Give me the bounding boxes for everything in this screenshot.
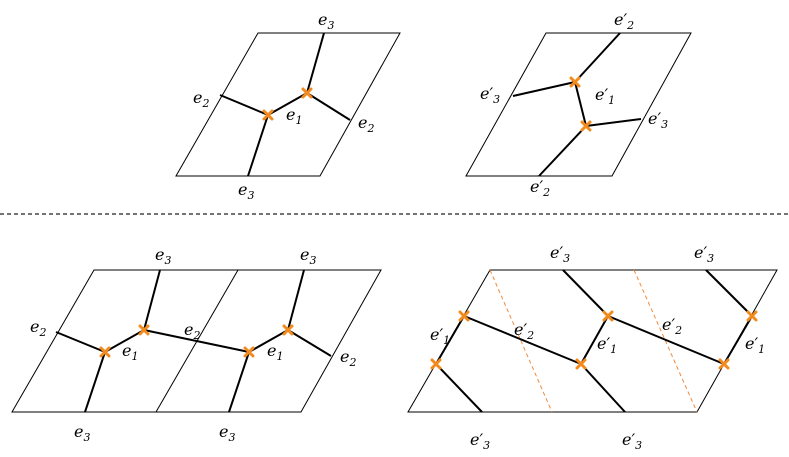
vertex-marker (430, 358, 442, 370)
bond-e1-prime (723, 315, 753, 365)
bond-e1 (248, 329, 289, 353)
label-e2: e2 (358, 113, 374, 135)
bottom-left-panel: e3 e3 e2 e2 e1 e1 e2 e3 e3 (11, 245, 382, 444)
bond-e3-prime (512, 81, 576, 97)
unit-cell-outline (465, 32, 692, 177)
label-e1-prime: e′1 (597, 334, 617, 356)
label-e2: e2 (30, 317, 46, 339)
bond-e3 (306, 32, 325, 94)
bond-e3 (287, 269, 305, 331)
label-e3: e3 (74, 422, 90, 444)
vertex-marker (138, 324, 150, 336)
vertex-marker (718, 358, 730, 370)
bond-e3 (84, 351, 106, 413)
label-e3-prime: e′3 (480, 84, 500, 106)
orange-dashed-divider (489, 269, 553, 413)
vertex-marker (458, 310, 470, 322)
bond-e1-prime (580, 315, 609, 365)
vertex-marker (243, 346, 255, 358)
bond-e3-prime (585, 118, 642, 127)
bond-e1 (267, 92, 308, 116)
label-e3: e3 (300, 245, 316, 267)
vertex-marker (282, 324, 294, 336)
vertex-marker (569, 76, 581, 88)
bond-e1 (104, 329, 145, 353)
bottom-right-panel: e′3 e′3 e′1 e′2 e′1 e′2 e′1 e′3 e′3 (407, 243, 778, 452)
vertex-marker (602, 310, 614, 322)
unit-cell-outline (175, 32, 401, 177)
label-e1-prime: e′1 (430, 325, 450, 347)
bond-e2 (287, 329, 332, 357)
supercell-outline (11, 269, 382, 413)
bond-e3 (228, 351, 250, 413)
label-e1-prime: e′1 (745, 334, 765, 356)
label-e2: e2 (184, 320, 200, 342)
label-e1-prime: e′1 (595, 85, 615, 107)
label-e2: e2 (193, 88, 209, 110)
bond-e2-prime (607, 315, 725, 365)
vertex-marker (99, 346, 111, 358)
vertex-marker (580, 120, 592, 132)
label-e3-prime: e′3 (550, 243, 570, 265)
vertex-marker (301, 87, 313, 99)
bond-e2-prime (574, 32, 621, 83)
vertex-marker (262, 109, 274, 121)
bond-e1-prime (574, 81, 587, 127)
bond-e2 (219, 94, 269, 116)
label-e2-prime: e′2 (530, 177, 550, 199)
bond-e1-prime (435, 315, 465, 365)
label-e1: e1 (286, 105, 302, 127)
bond-e3-prime (580, 363, 626, 413)
label-e3: e3 (238, 180, 254, 202)
orange-dashed-divider (633, 269, 698, 413)
label-e3: e3 (219, 422, 235, 444)
label-e3: e3 (155, 245, 171, 267)
bond-e3 (143, 269, 161, 331)
bond-e2 (55, 331, 106, 353)
bond-e3-prime (435, 363, 483, 413)
label-e2-prime: e′2 (514, 320, 534, 342)
bond-e2-prime (538, 125, 587, 177)
label-e2-prime: e′2 (614, 10, 634, 32)
label-e3-prime: e′3 (648, 109, 668, 131)
bond-e3-prime (562, 269, 609, 317)
bond-e2 (306, 92, 351, 121)
label-e3-prime: e′3 (694, 243, 714, 265)
top-left-panel: e3 e2 e1 e2 e3 (175, 10, 401, 202)
bond-e2-prime (463, 315, 582, 365)
top-right-panel: e′2 e′3 e′1 e′3 e′2 (465, 10, 692, 199)
bond-e3 (247, 114, 269, 177)
label-e1: e1 (122, 341, 138, 363)
vertex-marker (575, 358, 587, 370)
bond-e3-prime (705, 269, 753, 317)
label-e1: e1 (267, 341, 283, 363)
supercell-outline (407, 269, 778, 413)
label-e2: e2 (340, 347, 356, 369)
label-e3-prime: e′3 (470, 430, 490, 452)
label-e3-prime: e′3 (622, 430, 642, 452)
label-e3: e3 (318, 10, 334, 32)
bond-e2 (143, 329, 250, 353)
label-e2-prime: e′2 (662, 315, 682, 337)
vertex-marker (746, 310, 758, 322)
